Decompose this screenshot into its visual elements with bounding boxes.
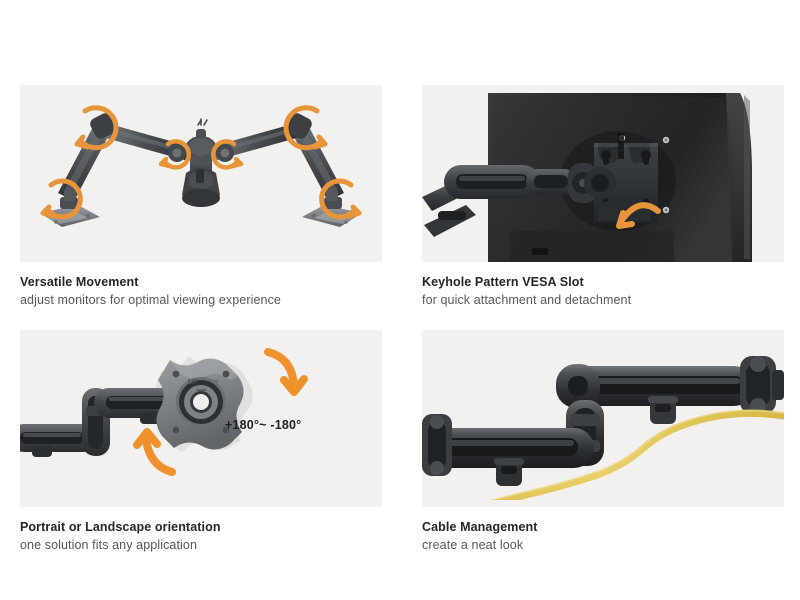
dual-monitor-arm-illustration bbox=[20, 85, 382, 262]
feature-grid: Versatile Movement adjust monitors for o… bbox=[20, 85, 784, 552]
rotation-arrow-group bbox=[40, 105, 362, 220]
feature-image-portrait-landscape: UP +180°~ -180° bbox=[20, 330, 382, 507]
feature-title: Portrait or Landscape orientation bbox=[20, 520, 221, 534]
rotation-arrow-center-left bbox=[158, 139, 192, 170]
rotation-arrow-bottom-right bbox=[319, 178, 362, 220]
right-mount-head bbox=[740, 356, 784, 414]
feature-caption-portrait-landscape: Portrait or Landscape orientation one so… bbox=[20, 507, 382, 553]
feature-card-cable-management: Cable Management create a neat look bbox=[422, 330, 784, 553]
rotation-arrow-top-left bbox=[74, 105, 119, 151]
feature-caption-keyhole-vesa-slot: Keyhole Pattern VESA Slot for quick atta… bbox=[422, 262, 784, 308]
monitor-arm-assembly bbox=[422, 163, 616, 237]
feature-subtitle: for quick attachment and detachment bbox=[422, 293, 632, 307]
cable-clip-upper bbox=[648, 396, 678, 424]
vesa-rotation-illustration: UP bbox=[20, 330, 382, 500]
feature-caption-cable-management: Cable Management create a neat look bbox=[422, 507, 784, 553]
rotation-arrow-lower-left bbox=[133, 428, 176, 476]
lower-arm-segment bbox=[430, 428, 594, 468]
svg-text:UP: UP bbox=[188, 379, 198, 386]
curved-arrow-keyhole bbox=[616, 202, 661, 229]
rotation-arrow-upper-right bbox=[264, 348, 308, 396]
feature-caption-versatile-movement: Versatile Movement adjust monitors for o… bbox=[20, 262, 382, 308]
feature-title: Versatile Movement bbox=[20, 275, 139, 289]
feature-card-keyhole-vesa-slot: Keyhole Pattern VESA Slot for quick atta… bbox=[422, 85, 784, 308]
feature-subtitle: adjust monitors for optimal viewing expe… bbox=[20, 293, 281, 307]
rotation-degree-label: +180°~ -180° bbox=[225, 418, 302, 432]
feature-image-keyhole-vesa-slot bbox=[422, 85, 784, 262]
cable-management-illustration bbox=[422, 330, 784, 500]
vesa-plate-front: UP bbox=[156, 358, 244, 450]
center-hub bbox=[185, 118, 217, 179]
rotation-arrow-top-right bbox=[283, 105, 328, 151]
feature-subtitle: create a neat look bbox=[422, 538, 524, 552]
feature-title: Cable Management bbox=[422, 520, 538, 534]
base-dome bbox=[182, 168, 220, 207]
rotation-arrow-center-right bbox=[210, 139, 244, 170]
lower-arm-segment bbox=[20, 424, 98, 457]
feature-card-versatile-movement: Versatile Movement adjust monitors for o… bbox=[20, 85, 382, 308]
feature-image-versatile-movement bbox=[20, 85, 382, 262]
monitor-rear-vesa-illustration bbox=[422, 85, 784, 262]
feature-subtitle: one solution fits any application bbox=[20, 538, 198, 552]
feature-card-portrait-landscape: UP +180°~ -180° bbox=[20, 330, 382, 553]
cable-yellow bbox=[489, 409, 784, 500]
joint-caps bbox=[90, 113, 312, 162]
feature-image-cable-management bbox=[422, 330, 784, 507]
left-wall-mount bbox=[422, 414, 452, 476]
rotation-arrow-bottom-left bbox=[40, 178, 83, 220]
cable-clip-lower bbox=[494, 458, 524, 486]
feature-title: Keyhole Pattern VESA Slot bbox=[422, 275, 584, 289]
upper-arm-segment bbox=[556, 364, 754, 408]
